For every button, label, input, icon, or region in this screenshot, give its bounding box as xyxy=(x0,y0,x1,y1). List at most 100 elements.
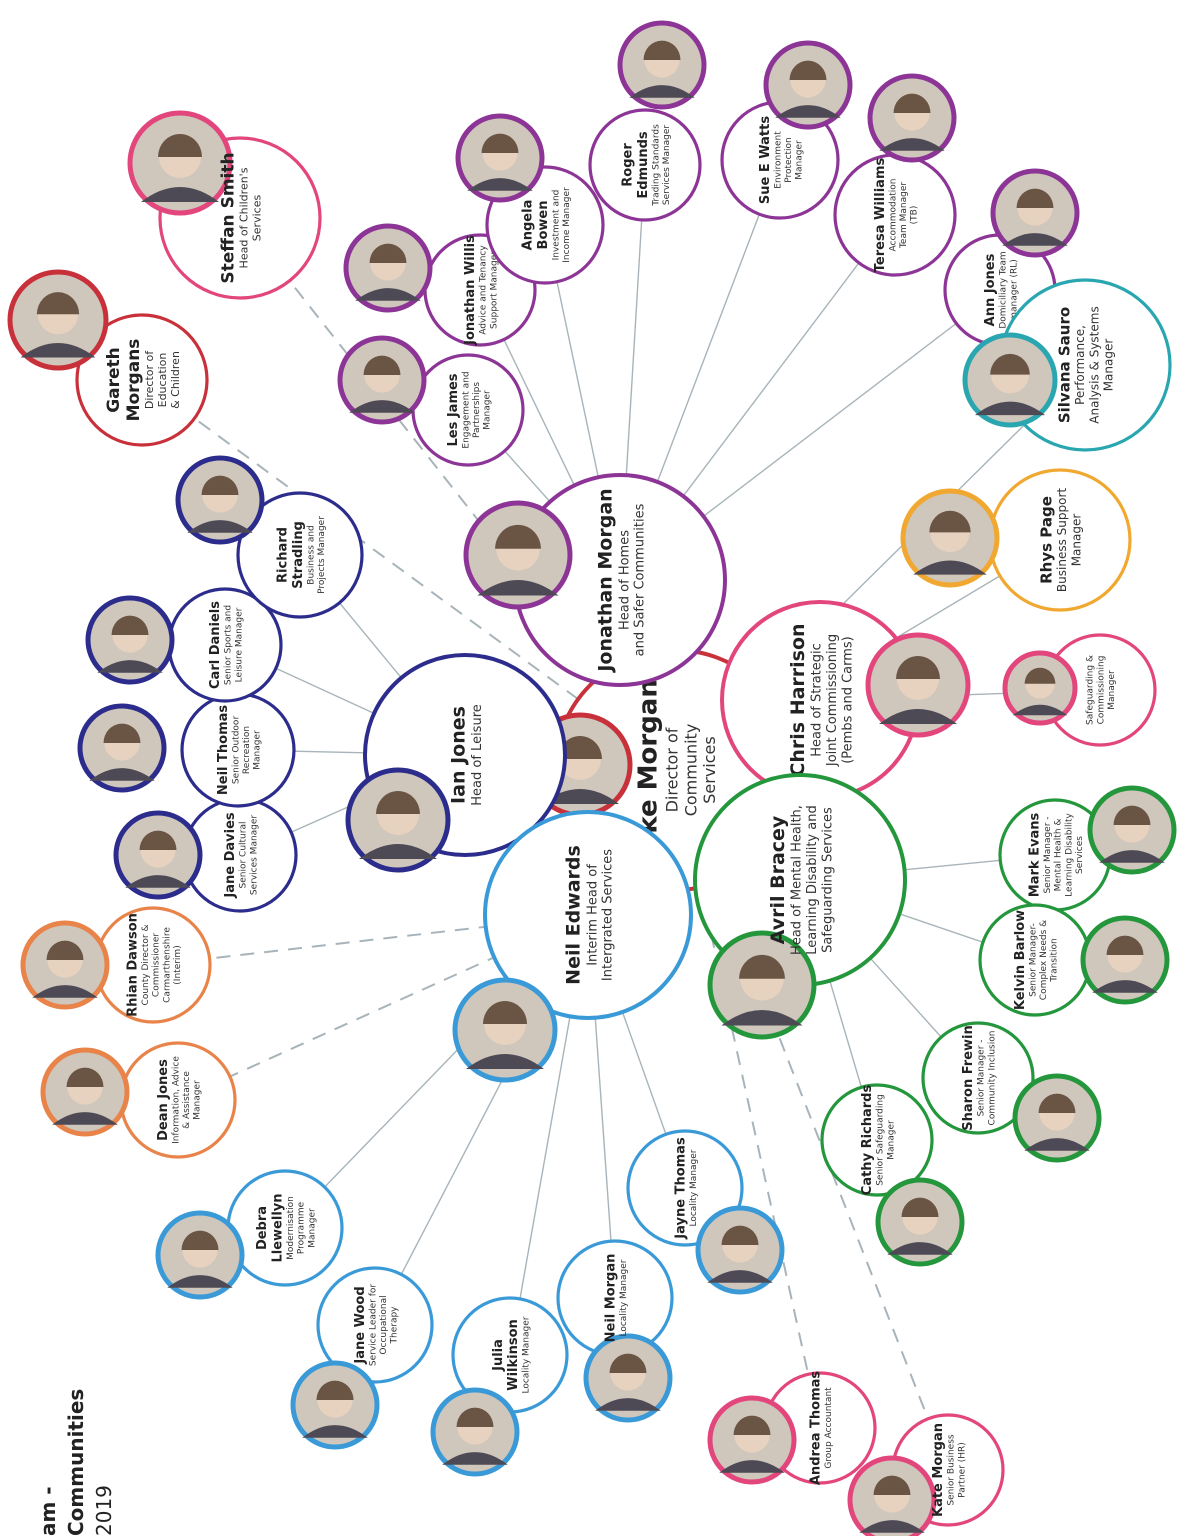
person-role: Engagement and xyxy=(461,371,471,448)
person-role: Senior Manager - xyxy=(977,1039,987,1116)
avatar xyxy=(463,500,573,610)
person-name: Jonathan Willis xyxy=(463,235,478,346)
person-role: Education xyxy=(156,353,169,408)
person-role: Manager xyxy=(307,1208,317,1248)
person-name: Jayne Thomas xyxy=(674,1137,689,1240)
person-name: Roger xyxy=(621,143,636,187)
person-name: Carl Daniels xyxy=(208,601,223,689)
person-role: Safeguarding & xyxy=(1086,655,1096,725)
person-name: Sue E Watts xyxy=(758,116,773,204)
person-role: Senior Sports and xyxy=(224,605,234,685)
person-role: Community Inclusion xyxy=(987,1031,997,1126)
person-role: Protection xyxy=(784,137,794,183)
avatar xyxy=(127,110,233,216)
person-role: Advice and Tenancy xyxy=(479,245,489,335)
person-name: Angela xyxy=(521,200,536,251)
person-role: Manager xyxy=(886,1120,896,1160)
avatar xyxy=(7,269,109,371)
person-role: Support Manager xyxy=(489,251,499,329)
person-role: Information, Advice xyxy=(171,1056,181,1144)
person-name: Dean Jones xyxy=(156,1059,171,1141)
avatar xyxy=(452,977,558,1083)
avatar xyxy=(695,1205,785,1295)
person-name: Wilkinson xyxy=(506,1319,521,1391)
avatar xyxy=(290,1360,380,1450)
person-role: Therapy xyxy=(390,1306,400,1345)
avatar xyxy=(707,930,817,1040)
avatar xyxy=(155,1210,245,1300)
person-role: (Pembs and Carms) xyxy=(840,636,855,764)
person-role: Services xyxy=(1075,836,1085,874)
person-role: Senior Cultural xyxy=(239,822,249,889)
avatar xyxy=(337,335,427,425)
person-name: Llewellyn xyxy=(271,1193,286,1262)
person-name: Rhian Dawson xyxy=(126,913,141,1017)
avatar xyxy=(343,223,433,313)
person-role: Learning Disability xyxy=(1064,813,1074,897)
person-name: Jane Davies xyxy=(223,812,238,899)
person-role: Occupational xyxy=(379,1295,389,1354)
avatar xyxy=(875,1177,965,1267)
avatar xyxy=(847,1455,937,1536)
person-name: Neil Edwards xyxy=(563,845,585,985)
person-name: Avril Bracey xyxy=(767,815,789,944)
person-role: Transition xyxy=(1050,938,1060,983)
avatar xyxy=(900,488,1000,588)
person-role: Head of Mental Health, xyxy=(790,805,805,955)
person-role: Senior Safeguarding xyxy=(876,1094,886,1186)
avatar xyxy=(455,113,545,203)
person-name: Steffan Smith xyxy=(218,152,238,283)
chart-title: am - Communities 2019 xyxy=(34,1316,118,1536)
avatar xyxy=(430,1387,520,1477)
person-role: Locality Manager xyxy=(522,1316,532,1393)
person-role: Leisure Manager xyxy=(234,607,244,682)
person-name: Les James xyxy=(446,373,461,446)
person-name: Debra xyxy=(255,1206,270,1250)
person-role: Mental Health & xyxy=(1054,819,1064,892)
person-role: Investment and xyxy=(551,190,561,261)
avatar xyxy=(85,595,175,685)
person-role: & Assistance xyxy=(182,1071,192,1129)
avatar xyxy=(867,73,957,163)
person-role: Partnerships xyxy=(472,382,482,438)
person-role: Senior Business xyxy=(947,1434,957,1506)
person-name: Kate Morgan xyxy=(931,1423,946,1517)
person-name: Rhys Page xyxy=(1037,496,1055,584)
person-role: Safeguarding Services xyxy=(820,807,835,953)
label-circle xyxy=(820,1083,934,1197)
person-role: Manager xyxy=(1101,339,1115,392)
person-role: Senior Outdoor xyxy=(231,716,241,785)
person-role: Recreation xyxy=(242,726,252,774)
person-role: Manager xyxy=(253,730,263,770)
person-role: Joint Commissioning xyxy=(825,634,840,767)
person-role: Director of xyxy=(662,727,681,812)
